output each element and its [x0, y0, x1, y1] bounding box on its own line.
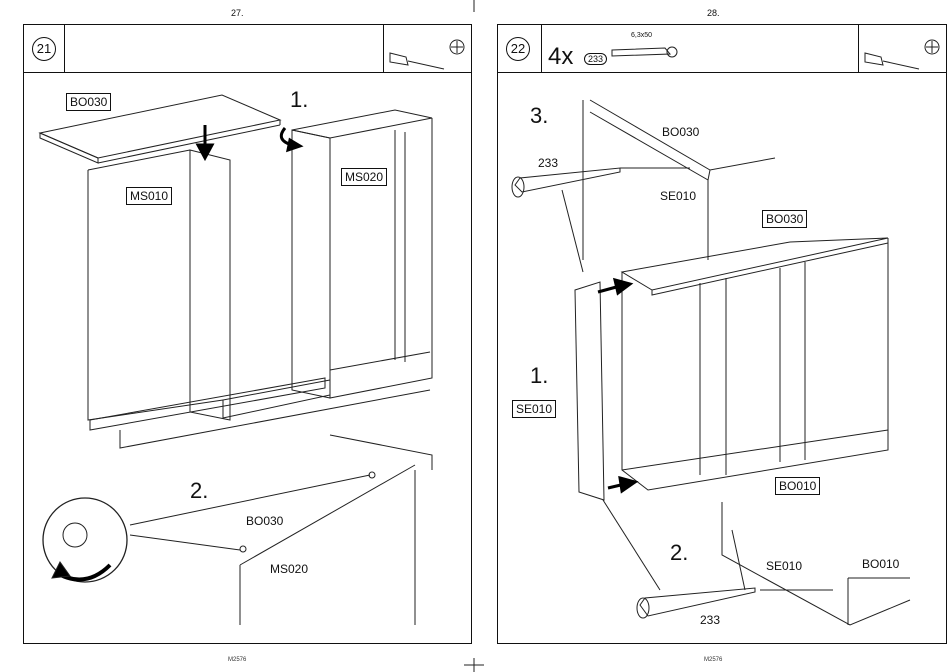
step-marker: 2. [190, 478, 208, 504]
step-number: 22 [506, 37, 530, 61]
step-number: 21 [32, 37, 56, 61]
part-label: BO030 [662, 125, 699, 139]
step-header: 21 [24, 25, 471, 73]
step-header: 22 4x 233 6,3x50 [498, 25, 946, 73]
quantity: 4x [548, 43, 573, 71]
part-number-badge: 233 [584, 53, 607, 65]
step-number-cell: 22 [498, 25, 542, 72]
screw-size: 6,3x50 [631, 32, 652, 39]
step-22-panel: 22 4x 233 6,3x50 [497, 24, 947, 644]
part-label: BO030 [246, 514, 283, 528]
footer-code-right: M2576 [704, 657, 722, 663]
part-label: BO010 [775, 477, 820, 495]
part-label: MS010 [126, 187, 172, 205]
screwdriver-icon [383, 25, 471, 72]
part-label: 233 [700, 613, 720, 627]
screwdriver-icon [858, 25, 946, 72]
part-label: SE010 [512, 400, 556, 418]
step-marker: 1. [530, 363, 548, 389]
part-label: BO030 [66, 93, 111, 111]
part-label: SE010 [660, 189, 696, 203]
step-number-cell: 21 [24, 25, 65, 72]
footer-code-left: M2576 [228, 657, 246, 663]
part-label: SE010 [766, 559, 802, 573]
part-label: 233 [538, 156, 558, 170]
part-label: BO030 [762, 210, 807, 228]
page-number-right: 28. [707, 8, 720, 18]
page-number-left: 27. [231, 8, 244, 18]
part-label: MS020 [341, 168, 387, 186]
step-21-panel: 21 [23, 24, 472, 644]
step-marker: 3. [530, 103, 548, 129]
part-label: BO010 [862, 557, 899, 571]
step-marker: 1. [290, 87, 308, 113]
step-marker: 2. [670, 540, 688, 566]
part-label: MS020 [270, 562, 308, 576]
